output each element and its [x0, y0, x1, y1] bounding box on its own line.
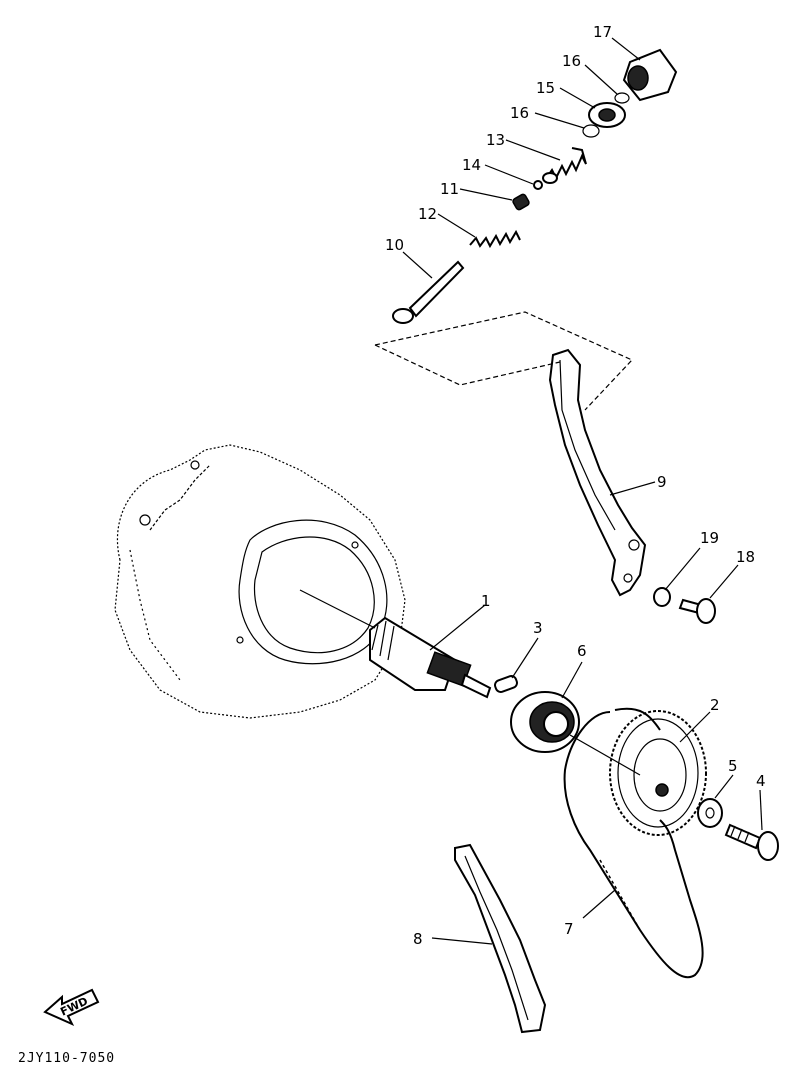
leader-4 [759, 789, 763, 831]
leader-1 [299, 589, 376, 629]
pivot-washer [653, 587, 671, 607]
callout-15: 15 [536, 79, 555, 97]
leader-5 [714, 774, 734, 799]
nut [512, 193, 530, 211]
leader-shaft [569, 734, 641, 776]
fwd-arrow: FWD [43, 988, 100, 1027]
dowel-pin [494, 675, 518, 693]
callout-13: 13 [486, 131, 505, 149]
check-ball [533, 180, 543, 190]
leader-12 [437, 213, 476, 238]
cap-nut [622, 48, 678, 102]
leader-15 [559, 87, 596, 109]
callout-7: 7 [564, 920, 574, 938]
spring-large [542, 147, 587, 184]
callout-5: 5 [728, 757, 738, 775]
leader-8 [431, 937, 493, 945]
leader-7 [582, 889, 616, 919]
callout-9: 9 [657, 473, 667, 491]
tensioner-guide [548, 348, 647, 597]
callout-1: 1 [481, 592, 491, 610]
reference-box-bottom [374, 344, 561, 386]
o-ring-upper [614, 92, 630, 104]
callout-3: 3 [533, 619, 543, 637]
spring-small [469, 229, 521, 249]
callout-16-upper: 16 [562, 52, 581, 70]
leader-19 [664, 547, 701, 591]
leader-17 [611, 37, 641, 61]
leader-13 [505, 139, 561, 161]
leader-16a [534, 112, 585, 129]
leader-14 [484, 164, 534, 185]
leader-18 [709, 564, 739, 599]
bearing [588, 102, 626, 128]
cam-sprocket [609, 710, 707, 836]
tensioner-rod [392, 260, 465, 324]
reference-box-top [374, 311, 634, 411]
pivot-bolt [678, 598, 716, 624]
leader-6 [561, 661, 583, 699]
cam-chain [563, 707, 704, 979]
callout-17: 17 [593, 23, 612, 41]
chain-guide [454, 843, 547, 1034]
engine-case [114, 444, 406, 719]
leader-3 [511, 637, 539, 679]
callout-16-lower: 16 [510, 104, 529, 122]
callout-4: 4 [756, 772, 766, 790]
leader-9 [609, 481, 656, 496]
leader-16b [584, 64, 618, 95]
callout-18: 18 [736, 548, 755, 566]
spark-plug [369, 616, 492, 699]
callout-6: 6 [577, 642, 587, 660]
leader-1b [429, 604, 486, 651]
sprocket-bolt [724, 823, 779, 861]
callout-19: 19 [700, 529, 719, 547]
o-ring-lower [582, 124, 600, 138]
callout-12: 12 [418, 205, 437, 223]
diagram-code: 2JY110-7050 [18, 1051, 115, 1066]
leader-11 [459, 188, 513, 201]
washer [697, 798, 723, 828]
callout-14: 14 [462, 156, 481, 174]
cam-hub [510, 691, 580, 753]
callout-numbers: 1 2 3 4 5 6 7 8 9 10 11 12 13 14 15 16 1… [385, 23, 766, 948]
callout-2: 2 [710, 696, 720, 714]
callout-8: 8 [413, 930, 423, 948]
callout-11: 11 [440, 180, 459, 198]
leader-10 [402, 251, 433, 279]
callout-10: 10 [385, 236, 404, 254]
leader-2 [679, 711, 711, 743]
